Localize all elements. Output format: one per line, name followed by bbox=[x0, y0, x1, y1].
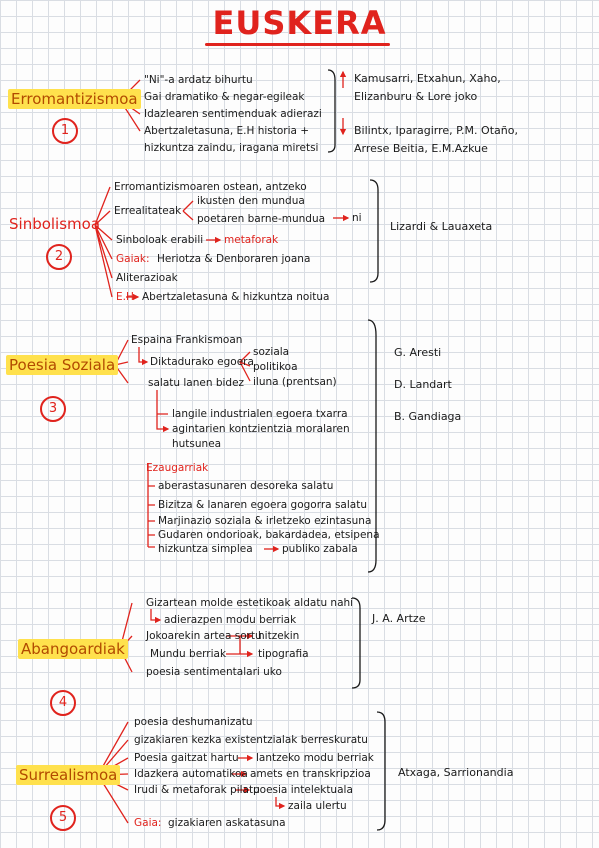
s4-item: Gizartean molde estetikoak aldatu nahi bbox=[146, 597, 354, 609]
s1-item: Idazlearen sentimenduak adierazi bbox=[144, 108, 322, 120]
s5-item: lantzeko modu berriak bbox=[256, 752, 374, 764]
section-title-abangoardiak: Abangoardiak bbox=[18, 639, 128, 659]
s4-item: poesia sentimentalari uko bbox=[146, 666, 282, 678]
section-title-surrealismoa: Surrealismoa bbox=[16, 765, 121, 785]
s2-item: Gaiak: bbox=[116, 253, 150, 265]
s2-item: ikusten den mundua bbox=[197, 195, 305, 207]
s3-list-item: Gudaren ondorioak, bakardadea, etsipena bbox=[158, 529, 380, 541]
s1-author-line: Kamusarri, Etxahun, Xaho, bbox=[354, 72, 501, 85]
s3-list-item: Marjinazio soziala & irletzeko ezintasun… bbox=[158, 515, 372, 527]
section-title-erromantizismoa: Erromantizismoa bbox=[8, 89, 141, 109]
s3-item: iluna (prentsan) bbox=[253, 376, 337, 388]
s1-author-line: Arrese Beitia, E.M.Azkue bbox=[354, 142, 488, 155]
s4-item: adierazpen modu berriak bbox=[164, 614, 297, 626]
s3-item: Espaina Frankismoan bbox=[131, 334, 243, 346]
s2-item: Aliterazioak bbox=[116, 272, 178, 284]
s5-item: amets en transkripzioa bbox=[250, 768, 371, 780]
s5-item: gizakiaren askatasuna bbox=[168, 817, 286, 829]
section-number-2: 2 bbox=[46, 244, 72, 270]
s5-item: Irudi & metaforak pilatu bbox=[134, 784, 260, 796]
s3-item: langile industrialen egoera txarra bbox=[172, 408, 348, 420]
section-number-5: 5 bbox=[50, 805, 76, 831]
s1-author-line: Bilintx, Iparagirre, P.M. Otaño, bbox=[354, 124, 518, 137]
s3-list-item: aberastasunaren desoreka salatu bbox=[158, 480, 334, 492]
s5-item: zaila ulertu bbox=[288, 800, 347, 812]
s1-item: Abertzaletasuna, E.H historia + bbox=[144, 125, 310, 137]
s3-item: agintarien kontzientzia moralaren bbox=[172, 423, 350, 435]
section-title-sinbolismoa: Sinbolismoa bbox=[9, 215, 101, 233]
s2-item: Errealitateak bbox=[114, 205, 182, 217]
section-title-poesia-soziala: Poesia Soziala bbox=[6, 355, 119, 375]
s3-list-item: hizkuntza simplea bbox=[158, 543, 253, 555]
s2-item: poetaren barne-mundua bbox=[197, 213, 326, 225]
s4-authors: J. A. Artze bbox=[372, 612, 426, 625]
s5-item: Idazkera automatikoa bbox=[134, 768, 248, 780]
s5-item: gizakiaren kezka existentzialak berresku… bbox=[134, 734, 368, 746]
s3-author: D. Landart bbox=[394, 378, 452, 391]
s3-ezaugarriak-label: Ezaugarriak bbox=[146, 462, 209, 474]
s2-item: E.H bbox=[116, 291, 134, 303]
s5-item: Poesia gaitzat hartu bbox=[134, 752, 239, 764]
s3-list-item: Bizitza & lanaren egoera gogorra salatu bbox=[158, 499, 367, 511]
s1-item: "Ni"-a ardatz bihurtu bbox=[144, 74, 253, 86]
s3-item: salatu lanen bidez bbox=[148, 377, 245, 389]
s3-item: Diktadurako egoera bbox=[150, 356, 254, 368]
s2-item: Abertzaletasuna & hizkuntza noitua bbox=[142, 291, 330, 303]
section-number-3: 3 bbox=[40, 396, 66, 422]
s4-item: Mundu berriak bbox=[150, 648, 227, 660]
s3-list-item: publiko zabala bbox=[282, 543, 358, 555]
s4-item: Jokoarekin artea sortu bbox=[146, 630, 262, 642]
s3-item: soziala bbox=[253, 346, 290, 358]
s4-item: tipografia bbox=[258, 648, 309, 660]
s2-item: Heriotza & Denboraren joana bbox=[157, 253, 311, 265]
s5-item: poesia deshumanizatu bbox=[134, 716, 253, 728]
s2-item: ni bbox=[352, 212, 362, 224]
s2-item: metaforak bbox=[224, 234, 279, 246]
s3-author: G. Aresti bbox=[394, 346, 442, 359]
s3-item: politikoa bbox=[253, 361, 298, 373]
s5-item: poesia intelektuala bbox=[253, 784, 353, 796]
s2-authors: Lizardi & Lauaxeta bbox=[390, 220, 493, 233]
s5-gaia-label: Gaia: bbox=[134, 817, 162, 829]
s3-author: B. Gandiaga bbox=[394, 410, 462, 423]
s1-item: Gai dramatiko & negar-egileak bbox=[144, 91, 305, 103]
s2-item: Sinboloak erabili bbox=[116, 234, 204, 246]
section-number-1: 1 bbox=[52, 118, 78, 144]
s2-item: Erromantizismoaren ostean, antzeko bbox=[114, 181, 307, 193]
s1-author-line: Elizanburu & Lore joko bbox=[354, 90, 478, 103]
page-title: EUSKERA bbox=[212, 4, 387, 42]
s1-item: hizkuntza zaindu, iragana miretsi bbox=[144, 142, 319, 154]
title-underline bbox=[205, 43, 390, 46]
s3-item: hutsunea bbox=[172, 438, 222, 450]
s4-item: hitzekin bbox=[258, 630, 300, 642]
s5-authors: Atxaga, Sarrionandia bbox=[398, 766, 514, 779]
section-number-4: 4 bbox=[50, 690, 76, 716]
